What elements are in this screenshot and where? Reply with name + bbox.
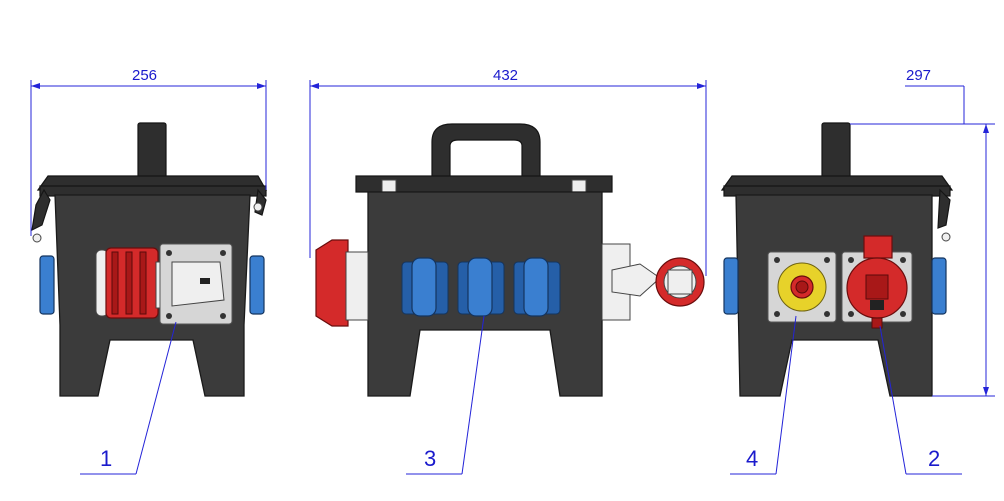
right-carry-handle (821, 122, 851, 182)
front-cee-plug-left (315, 239, 369, 327)
emergency-stop-switch (767, 251, 837, 323)
callout-3: 3 (406, 315, 485, 475)
dimension-297: 297 (906, 67, 931, 84)
callout-1: 1 (80, 321, 177, 475)
front-view: 432 (309, 67, 707, 397)
side-view-right: 297 (720, 67, 995, 397)
side-view-left: 256 (30, 67, 268, 397)
dimension-432: 432 (493, 67, 518, 84)
svg-text:2: 2 (928, 446, 940, 471)
dimension-256: 256 (132, 67, 157, 84)
schuko-socket-3 (513, 257, 561, 317)
schuko-socket-1 (401, 257, 449, 317)
callout-2: 2 (879, 325, 962, 475)
cee-socket-plate (159, 243, 233, 325)
svg-text:4: 4 (746, 446, 758, 471)
svg-text:3: 3 (424, 446, 436, 471)
carry-handle (137, 122, 167, 182)
front-carry-handle (431, 123, 541, 183)
callout-4: 4 (730, 315, 797, 475)
front-cee-plug-right (601, 243, 705, 321)
schuko-socket-2 (457, 257, 505, 317)
right-cee-socket-red (841, 235, 913, 329)
svg-text:1: 1 (100, 446, 112, 471)
